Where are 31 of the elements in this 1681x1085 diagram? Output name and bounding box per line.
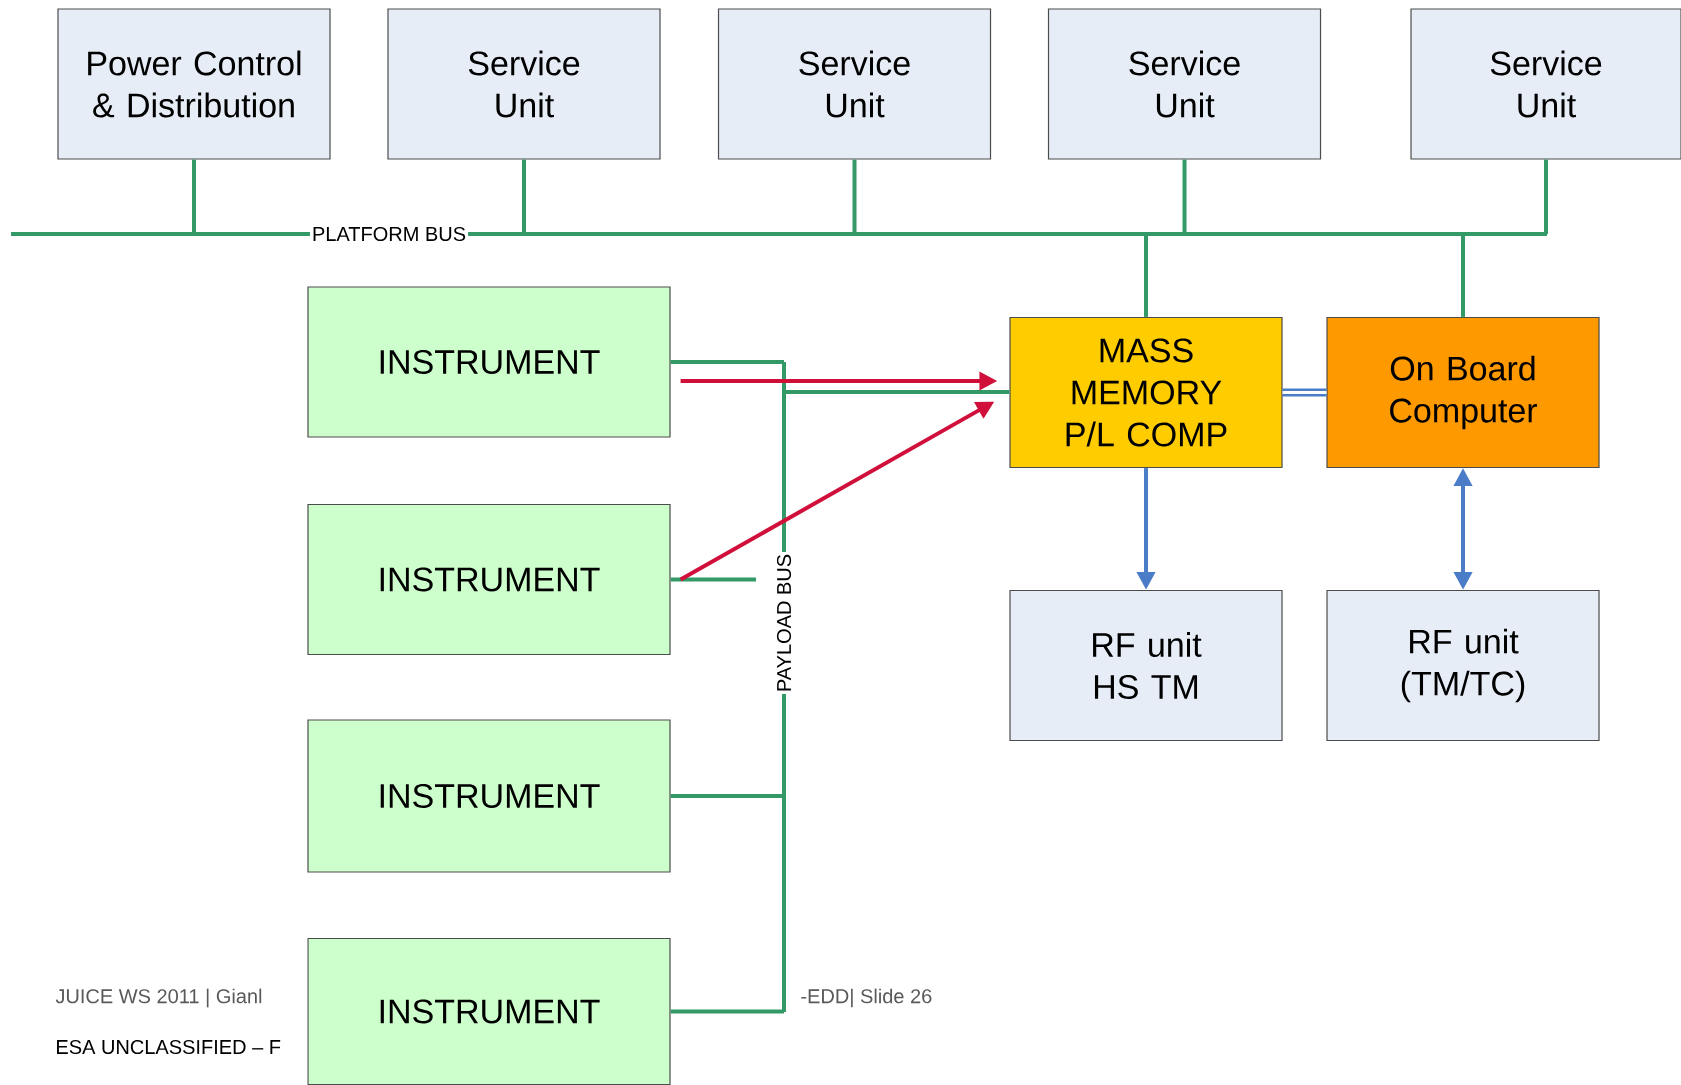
instrument-box: INSTRUMENT <box>307 286 671 438</box>
bus-label: PLATFORM BUS <box>309 224 469 244</box>
footer-text: ESA UNCLASSIFIED – F <box>57 1039 281 1055</box>
connector-line <box>1461 234 1465 317</box>
connector-line <box>1282 388 1327 397</box>
unit-box: Service Unit <box>717 8 992 160</box>
connector-line <box>670 577 756 582</box>
unit-box: Service Unit <box>1410 8 1681 160</box>
bus-label: PAYLOAD BUS <box>774 551 794 695</box>
connector-line <box>1144 234 1148 317</box>
connector-line <box>1182 159 1187 234</box>
connector-line <box>1544 159 1548 234</box>
footer-text: JUICE WS 2011 | Gianl <box>55 988 262 1008</box>
computer-box: On Board Computer <box>1326 316 1600 469</box>
footer-text: -EDD| Slide 26 <box>801 988 932 1008</box>
instrument-box: INSTRUMENT <box>307 503 671 656</box>
connector-line <box>192 159 196 234</box>
rf-unit-box: RF unit (TM/TC) <box>1326 589 1600 742</box>
rf-unit-box: RF unit HS TM <box>1009 589 1283 742</box>
instrument-box: INSTRUMENT <box>307 937 671 1085</box>
memory-box: MASS MEMORY P/L COMP <box>1009 316 1283 469</box>
instrument-box: INSTRUMENT <box>307 719 671 873</box>
unit-box: Service Unit <box>387 8 661 160</box>
connector-line <box>670 1009 784 1014</box>
connector-line <box>670 360 784 364</box>
connector-line <box>784 390 1010 394</box>
unit-box: Power Control & Distribution <box>57 8 331 160</box>
connector-line <box>852 159 857 234</box>
connector-line <box>670 794 784 798</box>
connector-line <box>522 159 526 234</box>
unit-box: Service Unit <box>1047 8 1322 160</box>
